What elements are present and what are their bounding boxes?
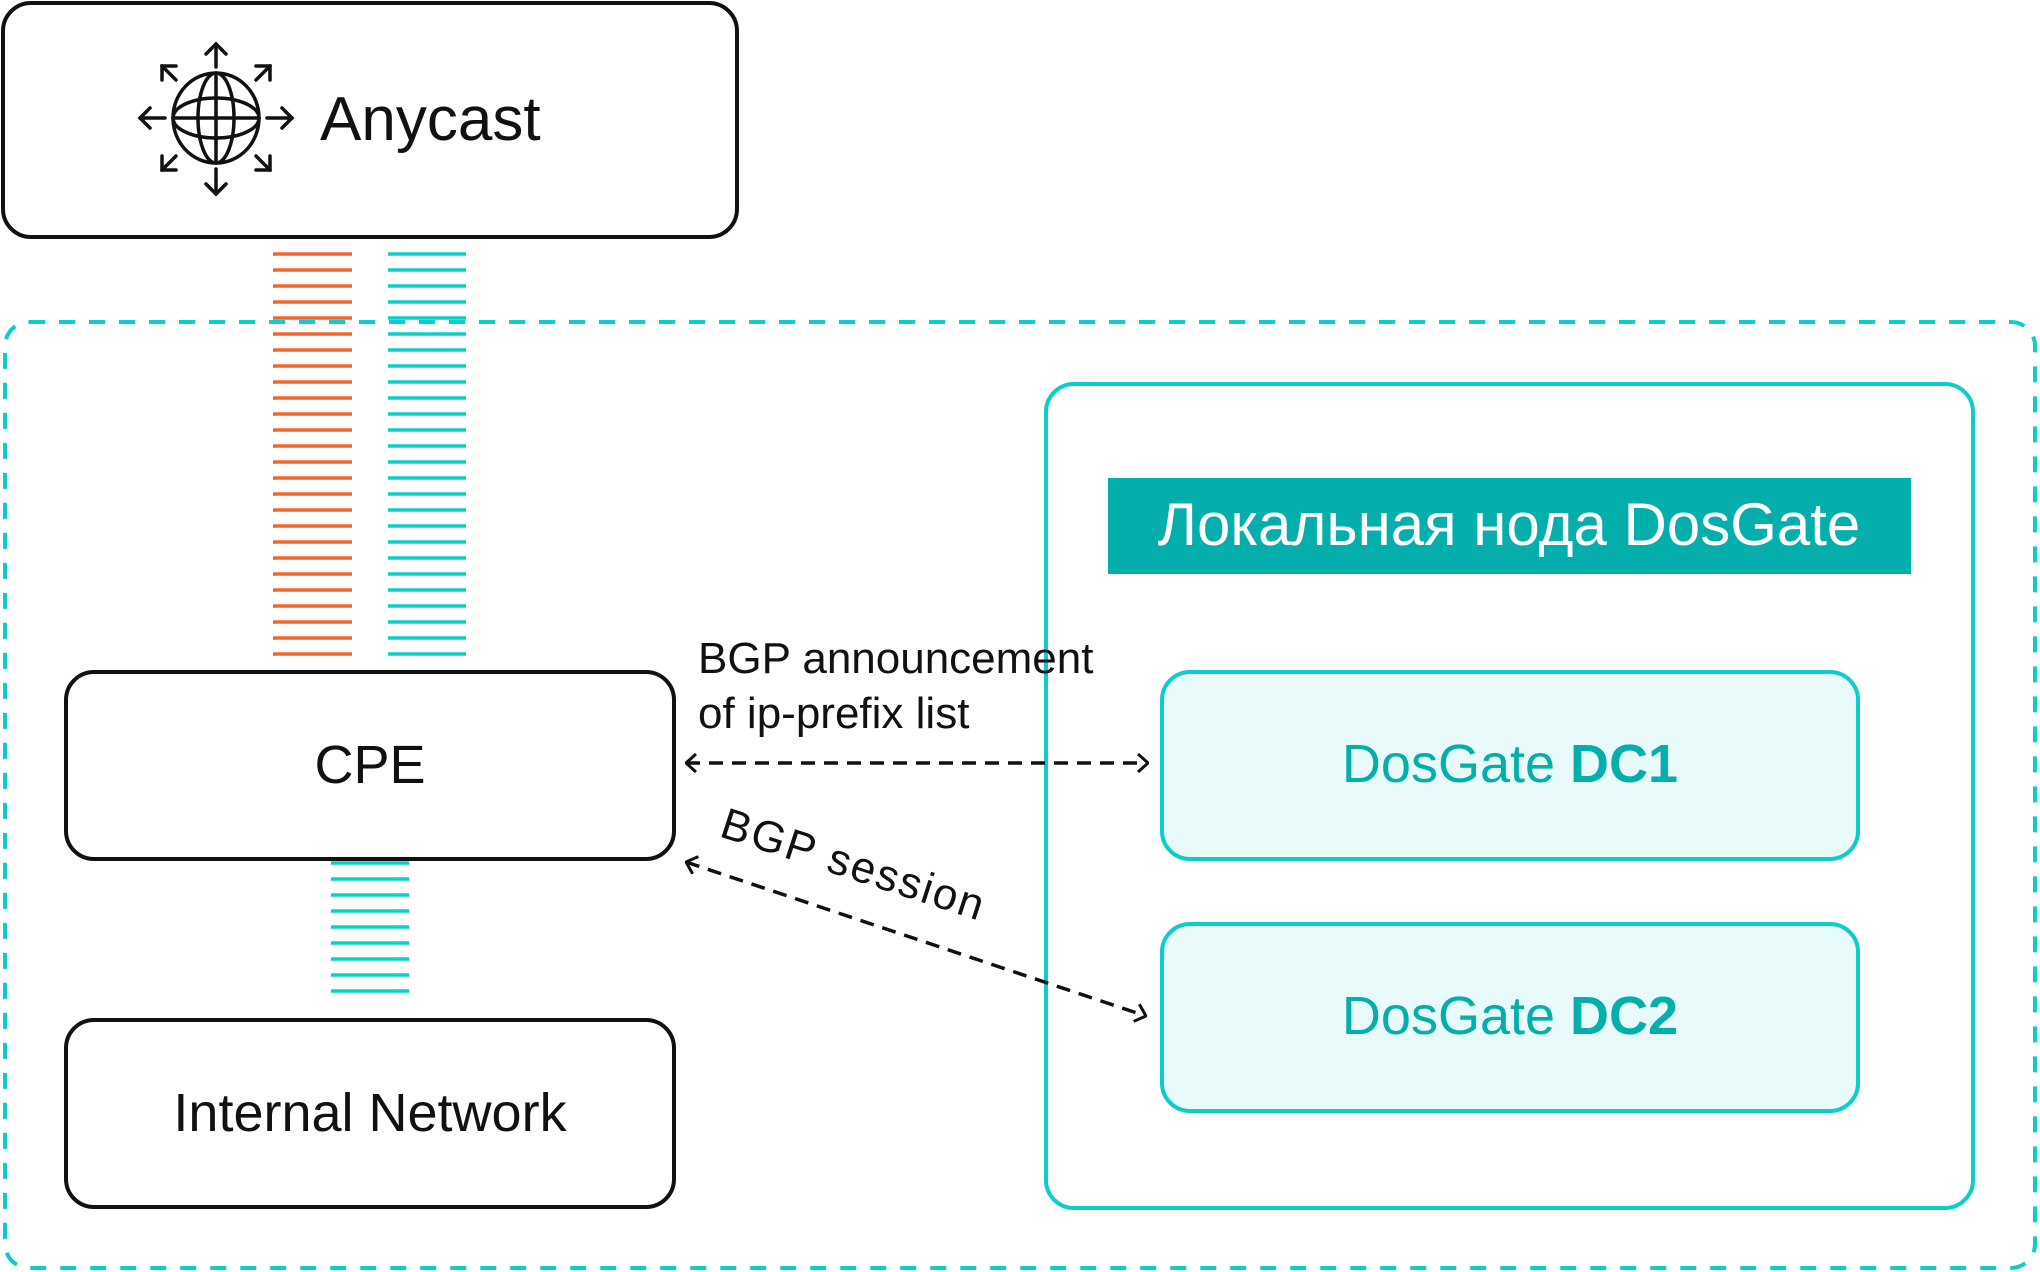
- anycast-label: Anycast: [320, 85, 541, 154]
- bgp-announcement-label-2: of ip-prefix list: [698, 689, 969, 738]
- customer-perimeter: [3, 320, 2037, 1270]
- internal-network-label: Internal Network: [173, 1083, 567, 1143]
- cpe-label: CPE: [314, 735, 425, 795]
- dosgate-dc1-box[interactable]: DosGate DC1: [1160, 670, 1860, 861]
- dc2-prefix: DosGate: [1342, 986, 1555, 1046]
- cpe-box[interactable]: CPE: [64, 670, 676, 861]
- globe-broadcast-icon: [137, 41, 295, 197]
- dosgate-dc2-box[interactable]: DosGate DC2: [1160, 922, 1860, 1113]
- traffic-link-teal: [388, 252, 466, 656]
- dc1-prefix: DosGate: [1342, 734, 1555, 794]
- local-node-title-bg: [1108, 478, 1911, 574]
- bgp-announcement-label-1: BGP announcement: [698, 634, 1093, 683]
- traffic-link-orange: [273, 252, 352, 656]
- dc2-suffix: DC2: [1570, 986, 1678, 1046]
- dc1-suffix: DC1: [1570, 734, 1678, 794]
- dc2-label: DosGate DC2: [1342, 986, 1678, 1046]
- anycast-box[interactable]: Anycast: [1, 1, 739, 239]
- bgp-announcement-link: BGP announcement of ip-prefix list: [686, 634, 1148, 763]
- dc1-label: DosGate DC1: [1342, 734, 1678, 794]
- internal-network-box[interactable]: Internal Network: [64, 1018, 676, 1209]
- local-node-title: Локальная нода DosGate: [1158, 491, 1861, 558]
- bgp-session-label: BGP session: [715, 799, 992, 931]
- bidirectional-arrow-icon: [686, 862, 1146, 1016]
- traffic-link-internal: [331, 861, 409, 993]
